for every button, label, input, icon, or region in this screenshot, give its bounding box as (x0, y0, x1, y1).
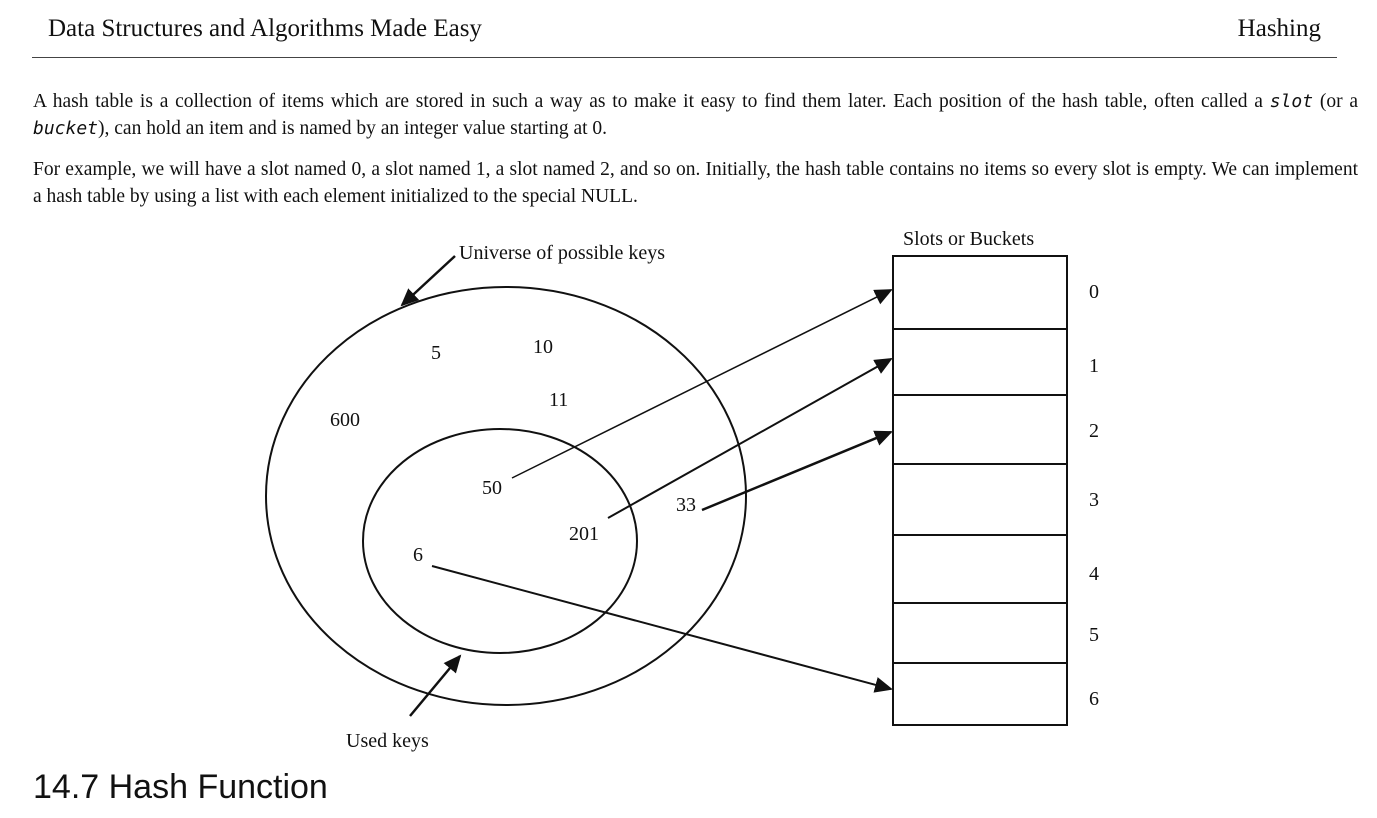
arrow-33-to-slot-2 (701, 430, 893, 512)
slot-5 (892, 602, 1068, 664)
arrow-6-to-slot-6 (431, 565, 893, 693)
arrow-201-to-slot-1 (607, 358, 893, 519)
used-keys-ellipse (362, 428, 638, 654)
key-10: 10 (533, 336, 553, 358)
slot-term: slot (1269, 91, 1314, 112)
key-6: 6 (413, 544, 423, 566)
slot-6 (892, 662, 1068, 726)
page-header: Data Structures and Algorithms Made Easy… (32, 0, 1337, 58)
bucket-term: bucket (33, 118, 99, 139)
hash-table-diagram: Universe of possible keys Used keys Slot… (265, 228, 1099, 752)
intro-text-a: A hash table is a collection of items wh… (33, 91, 1270, 112)
key-11: 11 (549, 389, 568, 411)
paragraph-example: For example, we will have a slot named 0… (33, 159, 1358, 207)
slot-index-6: 6 (1089, 688, 1099, 710)
slot-1 (892, 328, 1068, 396)
intro-text-b: (or a (1313, 91, 1358, 112)
paragraph-intro: A hash table is a collection of items wh… (33, 88, 1358, 142)
slots-label: Slots or Buckets (903, 228, 1034, 250)
slot-index-5: 5 (1089, 624, 1099, 646)
slot-index-3: 3 (1089, 489, 1099, 511)
slot-3 (892, 463, 1068, 536)
slot-index-2: 2 (1089, 420, 1099, 442)
slots-table (892, 255, 1068, 726)
universe-label: Universe of possible keys (459, 242, 665, 264)
key-600: 600 (330, 409, 360, 431)
universe-pointer-arrow (400, 255, 456, 307)
key-50: 50 (482, 477, 502, 499)
slot-2 (892, 394, 1068, 465)
slot-index-1: 1 (1089, 355, 1099, 377)
slot-index-4: 4 (1089, 563, 1099, 585)
intro-text-c: ), can hold an item and is named by an i… (98, 118, 608, 139)
key-201: 201 (569, 523, 599, 545)
book-title: Data Structures and Algorithms Made Easy (48, 15, 482, 42)
slot-0 (892, 255, 1068, 330)
universe-ellipse (265, 286, 747, 706)
arrow-50-to-slot-0 (511, 289, 893, 479)
key-5: 5 (431, 342, 441, 364)
slot-index-0: 0 (1089, 281, 1099, 303)
key-33: 33 (676, 494, 696, 516)
chapter-title: Hashing (1237, 15, 1321, 42)
used-keys-label: Used keys (346, 730, 429, 752)
used-keys-pointer-arrow (409, 654, 462, 717)
section-heading: 14.7 Hash Function (33, 768, 328, 806)
slot-4 (892, 534, 1068, 604)
